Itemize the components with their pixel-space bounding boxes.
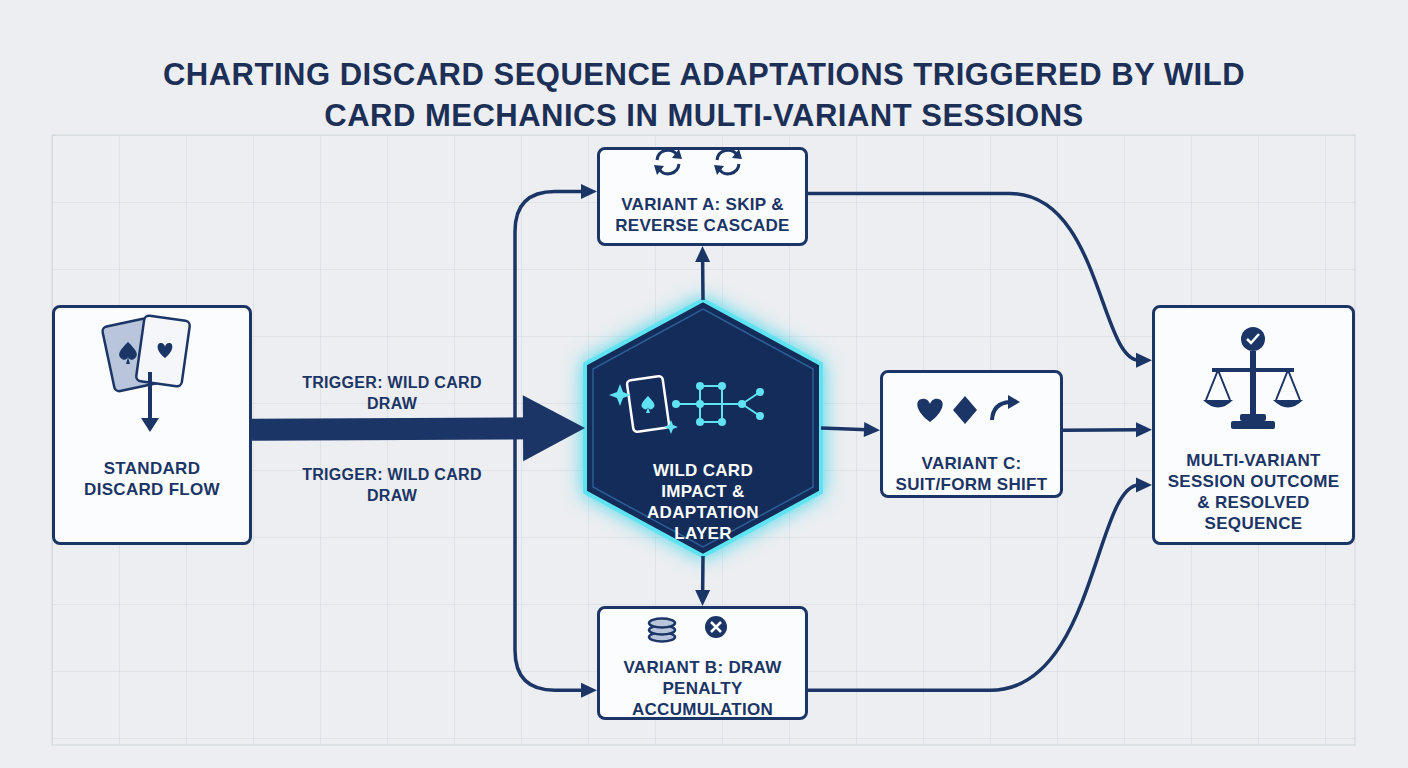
connector-arrow — [1063, 422, 1152, 437]
node-text: WILD CARD IMPACT & ADAPTATION LAYER — [613, 460, 793, 544]
network-lines — [676, 386, 760, 422]
process-box: MULTI-VARIANT SESSION OUTCOME & RESOLVED… — [1152, 305, 1355, 545]
hexagon-glow — [585, 300, 821, 556]
check-circle — [1241, 327, 1265, 351]
connector-line — [252, 192, 584, 430]
shift-arrow — [992, 402, 1010, 420]
spade-symbol — [641, 396, 654, 413]
scale-pan — [1203, 400, 1233, 408]
cancel-cross — [711, 622, 721, 632]
connector-line — [1063, 428, 1139, 432]
suit-shift-icons — [917, 395, 1020, 424]
thick-arrow — [252, 395, 585, 461]
process-box: VARIANT A: SKIP & REVERSE CASCADE — [597, 147, 808, 246]
spade-symbol — [119, 342, 137, 364]
arrow-head — [695, 246, 710, 262]
network-node — [696, 382, 704, 390]
connector-line — [701, 259, 705, 300]
network-node — [738, 400, 746, 408]
connector-arrow — [808, 478, 1152, 691]
coin-shape — [649, 626, 675, 635]
network-node — [718, 382, 726, 390]
cycle-head — [672, 149, 682, 159]
hexagon-node: WILD CARD IMPACT & ADAPTATION LAYER — [585, 300, 821, 556]
arrow-head — [581, 184, 597, 199]
network-node — [756, 412, 764, 420]
arrow-head — [1136, 422, 1152, 437]
connector-arrow — [808, 194, 1152, 368]
cancel-circle — [705, 616, 727, 638]
scale-pan — [1273, 400, 1303, 408]
node-text: STANDARD DISCARD FLOW — [62, 458, 242, 500]
cards-icon — [102, 315, 191, 432]
connector-line — [701, 556, 705, 593]
heart-symbol — [917, 399, 942, 422]
scale-base — [1231, 421, 1275, 429]
cycle-head — [714, 165, 724, 175]
connector-line — [821, 428, 867, 430]
network-node — [672, 400, 680, 408]
cycle-arc — [719, 164, 739, 174]
node-text: VARIANT C: SUIT/FORM SHIFT — [884, 453, 1059, 495]
penalty-icons — [649, 616, 727, 642]
process-box: VARIANT B: DRAW PENALTY ACCUMULATION — [597, 606, 808, 720]
connector-line — [808, 194, 1139, 361]
network-node — [718, 418, 726, 426]
network-node — [696, 400, 704, 408]
cycle-icons — [654, 149, 742, 175]
diamond-symbol — [953, 396, 977, 424]
scale-base — [1240, 414, 1266, 421]
edge-label: TRIGGER: WILD CARD DRAW — [297, 464, 487, 506]
arrow-head — [1136, 353, 1152, 368]
diagram-title: CHARTING DISCARD SEQUENCE ADAPTATIONS TR… — [154, 54, 1254, 136]
cycle-head — [654, 165, 664, 175]
connector-line — [252, 430, 584, 691]
coin-shape — [649, 619, 675, 628]
node-text: MULTI-VARIANT SESSION OUTCOME & RESOLVED… — [1156, 450, 1351, 534]
sparkle — [664, 420, 678, 434]
heart-symbol — [158, 343, 173, 358]
connector-arrow — [821, 422, 880, 437]
check-mark — [1247, 334, 1259, 343]
node-text: VARIANT B: DRAW PENALTY ACCUMULATION — [603, 657, 803, 720]
connector-line — [252, 428, 535, 430]
shift-arrow-head — [1008, 395, 1020, 409]
scales-icon — [1203, 327, 1303, 429]
network-node — [756, 388, 764, 396]
arrow-head — [695, 590, 710, 606]
cycle-arc — [657, 150, 677, 160]
process-box: STANDARD DISCARD FLOW — [52, 305, 252, 545]
connector-arrow — [252, 184, 597, 430]
connector-arrow — [695, 246, 710, 300]
process-box: VARIANT C: SUIT/FORM SHIFT — [880, 370, 1063, 498]
connector-line — [808, 485, 1139, 690]
hexagon-inner — [593, 309, 813, 547]
edge-label: TRIGGER: WILD CARD DRAW — [297, 372, 487, 414]
connector-arrow — [252, 430, 597, 698]
cycle-head — [732, 149, 742, 159]
card-shape — [102, 318, 161, 392]
cycle-arc — [659, 164, 679, 174]
arrow-head — [1136, 478, 1152, 493]
wild-card-icon — [609, 376, 764, 434]
coin-shape — [649, 633, 675, 642]
network-node — [696, 418, 704, 426]
cycle-arc — [717, 150, 737, 160]
scale-beam — [1212, 368, 1294, 372]
node-text: VARIANT A: SKIP & REVERSE CASCADE — [603, 194, 803, 236]
card-outline — [627, 376, 670, 433]
card-shape — [136, 315, 191, 387]
arrow-head — [523, 395, 585, 461]
connector-arrow — [695, 556, 710, 606]
arrow-head — [581, 683, 597, 698]
arrow-head — [864, 422, 880, 437]
down-arrow-shaft — [148, 372, 152, 420]
grid-area — [52, 135, 1355, 745]
scale-strings — [1206, 370, 1300, 400]
down-arrow-head — [141, 418, 159, 432]
sparkle — [609, 384, 631, 406]
scale-pillar — [1250, 351, 1256, 419]
